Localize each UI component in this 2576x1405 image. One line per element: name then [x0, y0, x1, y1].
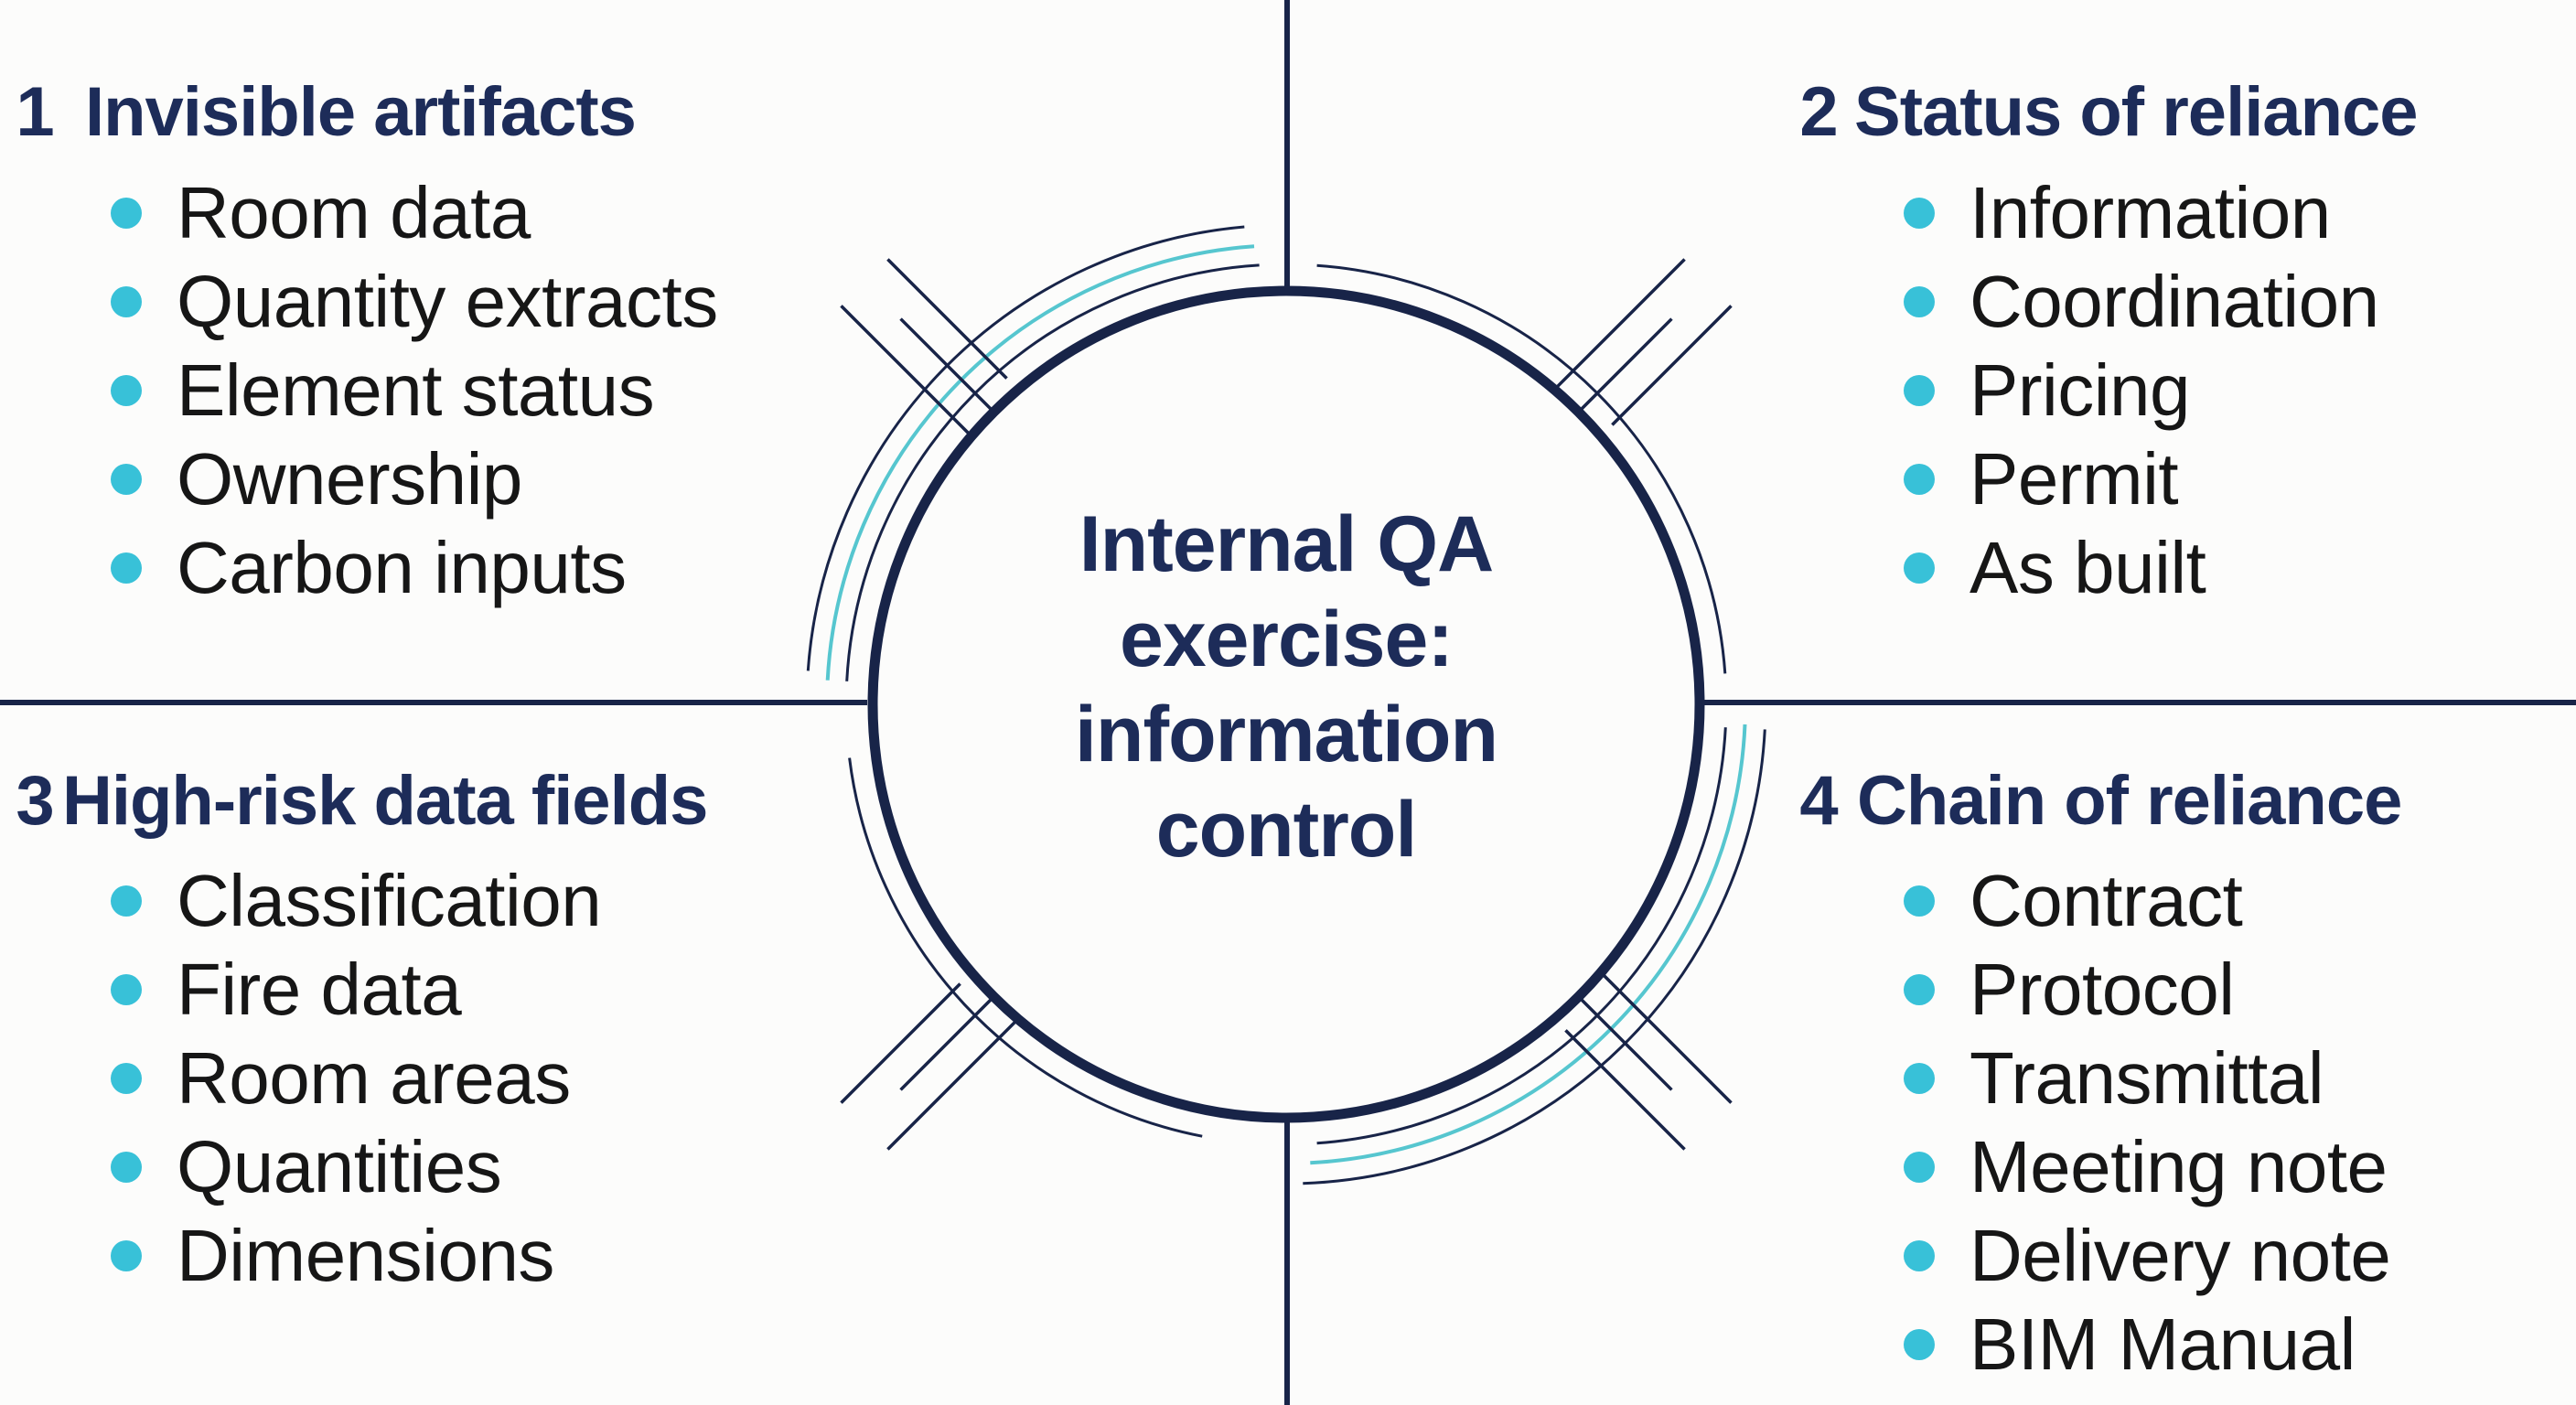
bullet-icon [1904, 973, 1935, 1005]
bullet-icon [111, 1239, 142, 1271]
list-item: Permit [1904, 434, 2379, 523]
list-item-label: Dimensions [177, 1215, 554, 1296]
list-item-label: Pricing [1970, 349, 2191, 431]
quadrant-number: 1 [16, 73, 54, 151]
list-item: As built [1904, 523, 2379, 612]
quadrant-title: Chain of reliance [1857, 762, 2402, 840]
list-item: Room data [111, 168, 718, 257]
list-item: Classification [111, 856, 602, 945]
bullet-icon [111, 285, 142, 317]
list-item: Ownership [111, 434, 718, 523]
list-item: Meeting note [1904, 1122, 2390, 1211]
list-item-label: Transmittal [1970, 1037, 2324, 1119]
list-item-label: BIM Manual [1970, 1303, 2356, 1385]
list-item: Room areas [111, 1034, 601, 1122]
bullet-icon [111, 885, 142, 917]
list-item: Carbon inputs [111, 523, 718, 612]
bullet-icon [111, 374, 142, 406]
decorative-arc-nw-teal [825, 244, 1255, 681]
decorative-arc-sw [848, 757, 1203, 1138]
bullet-icon [111, 1062, 142, 1094]
list-item: Delivery note [1904, 1211, 2391, 1300]
list-item-label: Delivery note [1970, 1215, 2391, 1296]
decorative-arc-nw-inner [845, 263, 1260, 681]
center-title: Internal QA exercise: information contro… [1075, 500, 1498, 874]
quadrant-title: Status of reliance [1854, 73, 2419, 151]
list-item-label: Coordination [1970, 261, 2379, 342]
list-item: Information [1904, 168, 2379, 257]
center-circle-outline [867, 285, 1705, 1123]
list-item-label: As built [1970, 527, 2206, 608]
quadrant-number: 4 [1799, 762, 1838, 840]
bullet-icon [1904, 552, 1935, 584]
bullet-icon [1904, 285, 1935, 317]
bullet-icon [111, 552, 142, 584]
list-item: Coordination [1904, 257, 2379, 346]
list-item-label: Contract [1970, 860, 2243, 941]
decorative-arc-se-teal [1310, 724, 1747, 1165]
list-item: Element status [111, 346, 718, 434]
list-item-label: Room areas [177, 1037, 571, 1119]
bullet-icon [111, 973, 142, 1005]
bullet-icon [111, 1151, 142, 1183]
list-item: Quantities [111, 1122, 601, 1211]
tick-marks-sw-icon [840, 982, 1016, 1151]
bullet-icon [1904, 197, 1935, 229]
list-item: Dimensions [111, 1211, 601, 1300]
tick-marks-nw-icon [840, 258, 1008, 434]
tick-marks-se-icon [1564, 974, 1733, 1151]
list-item: Transmittal [1904, 1034, 2390, 1122]
bullet-icon [111, 197, 142, 229]
list-item-label: Quantity extracts [177, 261, 718, 342]
bullet-icon [1904, 885, 1935, 917]
list-item-label: Information [1970, 172, 2331, 253]
list-item-label: Fire data [177, 949, 462, 1030]
decorative-arc-nw-outer [806, 225, 1245, 671]
bullet-icon [1904, 1151, 1935, 1183]
bullet-icon [1904, 1328, 1935, 1360]
list-item-label: Protocol [1970, 949, 2235, 1030]
list-item: Protocol [1904, 945, 2390, 1034]
quadrant-number: 3 [16, 762, 54, 840]
list-item: BIM Manual [1904, 1300, 2390, 1389]
list-item-label: Quantities [177, 1126, 502, 1207]
quadrant-number: 2 [1799, 73, 1838, 151]
bullet-icon [1904, 1062, 1935, 1094]
bullet-icon [111, 463, 142, 495]
list-item-label: Classification [177, 860, 602, 941]
list-item-label: Carbon inputs [177, 527, 627, 608]
quadrant-title: High-risk data fields [62, 762, 708, 840]
decorative-arc-se-inner [1316, 727, 1727, 1145]
list-item-label: Permit [1970, 438, 2179, 520]
list-item: Contract [1904, 856, 2390, 945]
list-item-label: Ownership [177, 438, 522, 520]
list-item: Quantity extracts [111, 257, 718, 346]
tick-marks-ne-icon [1556, 258, 1733, 426]
list-item-label: Element status [177, 349, 655, 431]
quadrant-title: Invisible artifacts [85, 73, 637, 151]
list-item: Pricing [1904, 346, 2379, 434]
decorative-arc-se-outer [1303, 729, 1766, 1185]
list-item-label: Room data [177, 172, 531, 253]
list-item-label: Meeting note [1970, 1126, 2388, 1207]
bullet-icon [1904, 463, 1935, 495]
bullet-icon [1904, 1239, 1935, 1271]
list-item: Fire data [111, 945, 601, 1034]
bullet-icon [1904, 374, 1935, 406]
